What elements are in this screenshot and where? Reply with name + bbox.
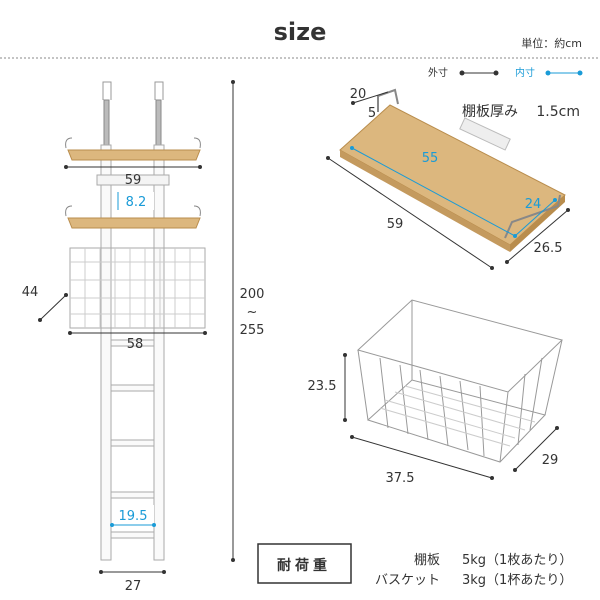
shelf-lip-label: 5 [368, 106, 376, 121]
load-value-shelf: 5kg（1枚あたり） [462, 553, 572, 568]
dim-shelf-length [326, 156, 494, 270]
basket-width-detail-label: 37.5 [386, 471, 415, 486]
dim-basket-width-detail [350, 435, 494, 480]
thickness-value: 1.5cm [536, 104, 580, 120]
dim-basket-width [68, 331, 207, 335]
load-label: 耐荷重 [277, 557, 331, 574]
dim-basket-depth [38, 293, 68, 322]
load-item-basket: バスケット [375, 573, 440, 588]
shelf-illustration [339, 88, 566, 252]
dim-inner-width [110, 523, 156, 527]
dim-shelf-inner-depth [514, 198, 557, 237]
dim-base-width [99, 570, 166, 574]
shelf-depth-label: 26.5 [534, 241, 563, 256]
legend-inner-line-icon [545, 70, 583, 76]
gap-label-bg [114, 192, 154, 210]
shelf-depth-outer-label: 20 [350, 87, 367, 102]
dim-basket-height [343, 353, 347, 422]
shelf-length-label: 59 [387, 217, 404, 232]
legend-outer-line-icon [459, 70, 499, 76]
dim-height [231, 80, 235, 562]
thickness-label: 棚板厚み [462, 104, 518, 120]
basket-height-label: 23.5 [308, 379, 337, 394]
load-item-shelf: 棚板 [414, 553, 440, 568]
unit-label: 単位：約cm [521, 36, 582, 50]
rack-illustration [65, 81, 206, 561]
dim-shelf-depth [505, 208, 570, 264]
height-sep: ~ [247, 305, 258, 320]
shelf-width-label: 59 [125, 173, 142, 188]
title: size [274, 18, 327, 46]
basket-depth-label: 44 [22, 285, 39, 300]
basket-illustration [357, 299, 563, 463]
legend-outer-label: 外寸 [428, 66, 448, 79]
inner-width-label: 19.5 [119, 509, 148, 524]
load-label-box [257, 543, 352, 584]
load-value-basket: 3kg（1杯あたり） [462, 573, 572, 588]
legend-inner-label: 内寸 [515, 66, 535, 79]
shelf-inner-length-label: 55 [422, 151, 439, 166]
basket-width-label: 58 [127, 337, 144, 352]
basket-depth-detail-label: 29 [542, 453, 559, 468]
height-max-label: 255 [240, 323, 265, 338]
shelf-gap-label: 8.2 [126, 195, 147, 210]
base-width-label: 27 [125, 579, 142, 594]
height-min-label: 200 [240, 287, 265, 302]
dim-basket-depth-detail [513, 426, 559, 472]
shelf-inner-depth-label: 24 [525, 197, 542, 212]
inner-width-bg [112, 505, 154, 523]
dim-shelf-depth-outer [351, 91, 389, 105]
dim-shelf-width [64, 165, 202, 169]
